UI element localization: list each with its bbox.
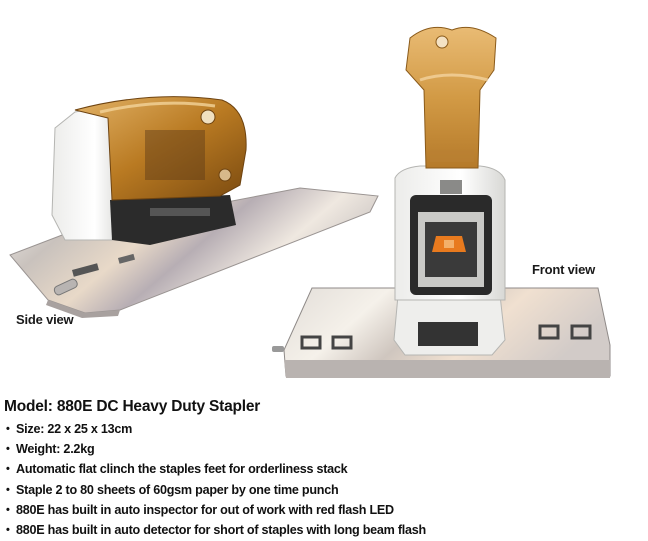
bullet-icon: • xyxy=(6,443,10,456)
feature-text: Weight: 2.2kg xyxy=(16,442,95,457)
plate-slot xyxy=(331,335,353,350)
front-view-stapler xyxy=(272,26,611,378)
side-view-caption: Side view xyxy=(16,312,74,327)
bullet-icon: • xyxy=(6,463,10,476)
model-title: Model: 880E DC Heavy Duty Stapler xyxy=(4,398,261,415)
feature-text: 880E has built in auto detector for shor… xyxy=(16,523,426,538)
plate-slot xyxy=(300,335,322,350)
cover-screw xyxy=(435,35,449,49)
plate-slot xyxy=(118,253,136,264)
front-knob xyxy=(272,346,284,352)
feature-item: • Automatic flat clinch the staples feet … xyxy=(4,459,644,479)
feature-item: • Staple 2 to 80 sheets of 60gsm paper by… xyxy=(4,480,644,500)
bullet-icon: • xyxy=(6,524,10,537)
plate-slot xyxy=(538,324,560,340)
feature-text: Staple 2 to 80 sheets of 60gsm paper by … xyxy=(16,482,339,497)
feature-list: • Size: 22 x 25 x 13cm • Weight: 2.2kg • Au… xyxy=(4,419,644,540)
side-knob xyxy=(53,278,78,296)
feature-text: 880E has built in auto inspector for out… xyxy=(16,502,394,517)
feature-item: • 880E has built in auto detector for sho… xyxy=(4,520,644,540)
plate-slot xyxy=(72,263,99,277)
bullet-icon: • xyxy=(6,483,10,496)
cover-screw xyxy=(200,109,216,125)
product-specs: Model: 880E DC Heavy Duty Stapler • Size:… xyxy=(4,398,644,540)
feature-text: Automatic flat clinch the staples feet f… xyxy=(16,462,348,477)
bullet-icon: • xyxy=(6,423,10,435)
feature-text: Size: 22 x 25 x 13cm xyxy=(16,422,133,436)
side-view-stapler xyxy=(9,96,379,318)
product-photos xyxy=(9,26,611,378)
feature-item: • 880E has built in auto inspector for ou… xyxy=(4,500,644,520)
plate-slot xyxy=(570,324,592,340)
feature-item: • Size: 22 x 25 x 13cm xyxy=(4,419,644,439)
bullet-icon: • xyxy=(6,503,10,516)
feature-item: • Weight: 2.2kg xyxy=(4,439,644,459)
front-view-caption: Front view xyxy=(532,262,596,277)
